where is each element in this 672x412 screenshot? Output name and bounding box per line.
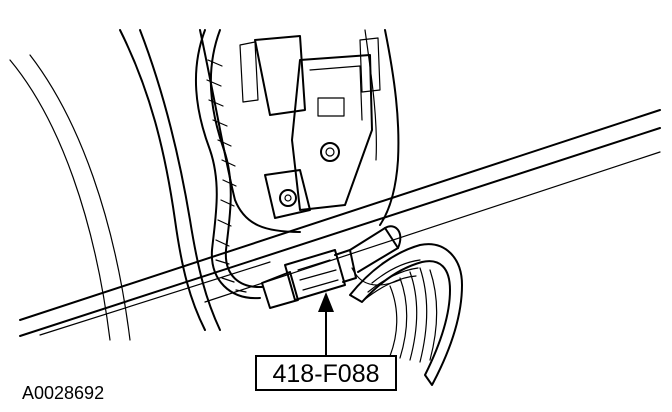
mounting-bracket	[239, 35, 381, 219]
vehicle-body-outline	[9, 29, 661, 341]
callout-arrow	[318, 292, 334, 355]
figure-id: A0028692	[22, 383, 104, 403]
callout-label-box: 418-F088	[255, 355, 397, 391]
special-tool	[349, 243, 463, 386]
sensor-connector	[261, 225, 402, 309]
wiring-harness	[194, 29, 263, 300]
callout-label: 418-F088	[272, 360, 379, 388]
